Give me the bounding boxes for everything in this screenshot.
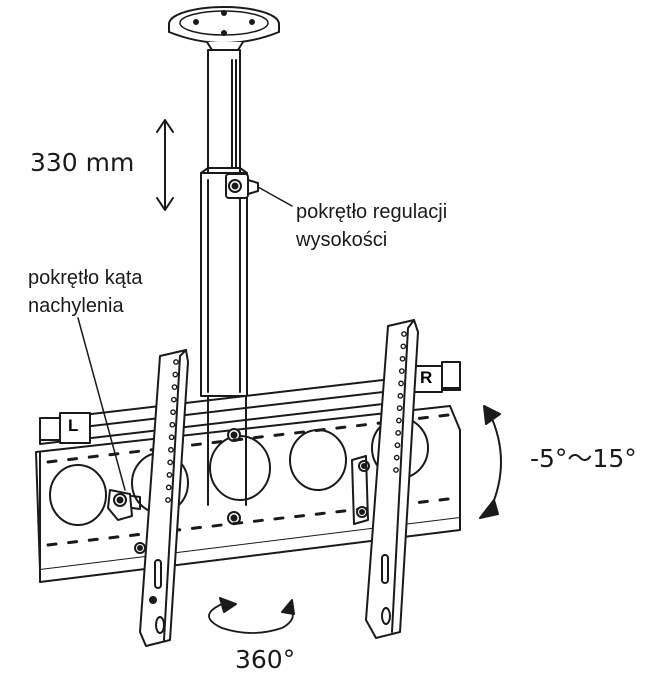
plate-slot [67,540,79,545]
bracket-hole [169,421,176,428]
bracket-hole [172,371,179,378]
bracket-hole [397,392,404,399]
plate-slot [67,457,79,462]
plate-slot [438,497,450,502]
bracket-hole [398,380,404,387]
bracket-hole [396,405,403,412]
plate-slot [129,533,141,538]
rotation-label: 360° [235,645,296,674]
bracket-hole [165,497,171,503]
plate-slot [87,537,99,542]
bracket-hole [168,434,175,441]
bracket-hole [170,409,176,416]
plate-slot [87,454,99,459]
bracket-hole [396,417,402,424]
plate-slot [335,509,347,514]
tilt-range-label: -5°～15° [530,444,637,473]
bracket-hole [395,430,402,436]
upper-pole [207,49,241,174]
right-bracket-holes [393,331,407,473]
lower-sleeve [200,167,248,397]
left-bracket-holes [165,359,179,503]
plate-slot [438,413,450,418]
plate-slot [294,430,306,435]
plate-slot [355,423,367,428]
bracket-hole [401,331,407,337]
plate-slot [46,542,58,547]
plate-slot [252,518,264,523]
height-knob [225,173,293,207]
bracket-hole [165,484,172,491]
bracket-hole [394,442,401,449]
plate-slot [314,428,326,433]
plate-slot [273,432,285,437]
bracket-hole [166,472,173,478]
plate-slot [211,523,223,528]
bracket-hole [393,454,400,461]
tilt-knob-label-line-1: pokrętło kąta [28,267,143,289]
left-marker-label: L [68,416,79,435]
plate-slot [252,435,264,440]
side-markers [39,361,461,444]
bracket-hole [167,459,174,466]
plate-slot [314,511,326,516]
ceiling-plate [168,6,280,51]
tilt-knob-label-line-2: nachylenia [28,295,124,317]
bracket-hole [398,368,405,374]
height-arrow [156,119,174,211]
right-bracket [351,319,419,639]
plate-slot [211,440,223,445]
plate-slot [190,525,202,530]
plate-slot [232,521,244,526]
bracket-hole [400,343,407,350]
plate-slot [129,449,141,454]
right-marker-label: R [420,368,433,387]
tilt-arrow [479,405,502,519]
plate-slot [108,535,120,540]
tilt-knob-label: pokrętło kąta nachylenia [28,264,143,320]
bracket-hole [171,384,178,390]
rotation-arrow [208,597,295,634]
bracket-hole [168,446,174,453]
plate-slot [273,516,285,521]
left-bracket [77,317,189,647]
plate-slot [232,437,244,442]
bracket-hole [173,359,179,365]
bracket-hole [170,396,177,403]
plate-slot [417,415,429,420]
plate-slot [190,442,202,447]
bracket-hole [399,355,406,362]
bracket-hole [393,467,399,473]
plate-slot [294,514,306,519]
plate-slot [417,499,429,504]
height-knob-label-line-1: pokrętło regulacji [296,201,448,223]
plate-slot [335,425,347,430]
plate-slot [108,452,120,457]
plate-slot [46,459,58,464]
height-knob-label: pokrętło regulacji wysokości [296,198,447,254]
height-range-label: 330 mm [30,148,135,177]
height-knob-label-line-2: wysokości [296,229,388,251]
wall-plate [35,395,461,583]
